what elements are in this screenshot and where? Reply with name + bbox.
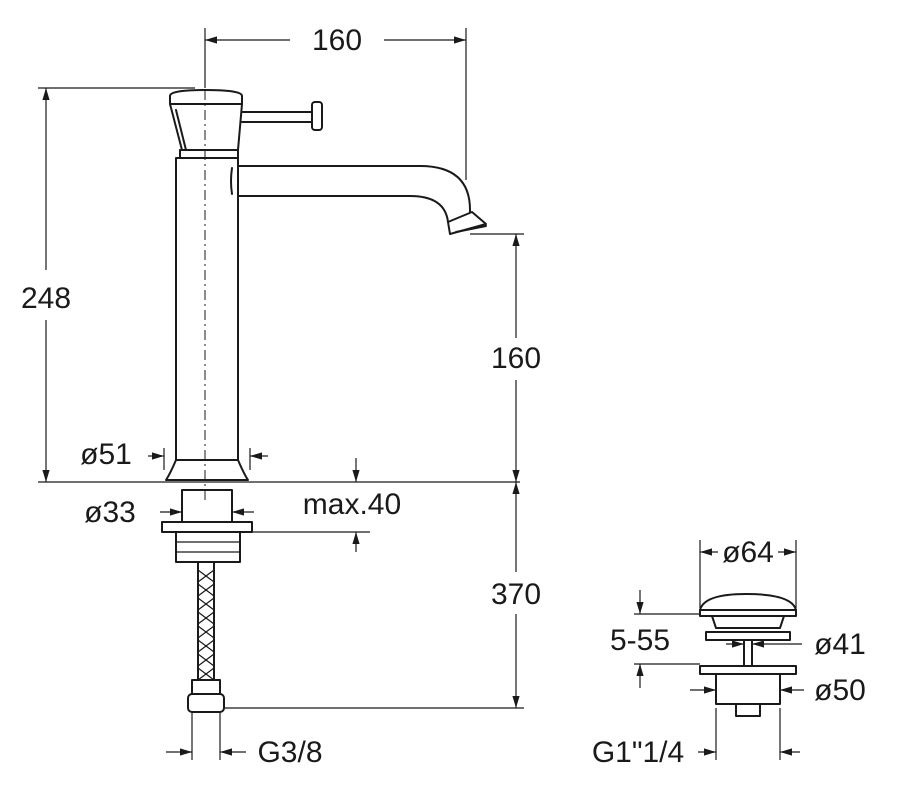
faucet-dimensions: 160 248 160 ø51 ø33 max.40 370	[21, 24, 541, 769]
waste-cap	[699, 593, 797, 611]
handle-body-edge	[175, 109, 187, 151]
waste-body	[715, 673, 781, 705]
waste-drawing	[699, 593, 797, 717]
lever-knob	[311, 101, 323, 131]
body-diameter-label: ø51	[80, 438, 132, 471]
faucet-body	[175, 157, 239, 461]
waste-flange-diameter-label: ø50	[814, 674, 866, 707]
spout-height-label: 160	[491, 342, 541, 375]
total-height-label: 248	[21, 282, 71, 315]
max-deck-thickness-label: max.40	[303, 488, 401, 521]
shank	[181, 489, 233, 523]
waste-upper-flange	[711, 615, 785, 629]
shank-diameter-label: ø33	[84, 496, 136, 529]
aerator-ring	[455, 225, 487, 233]
aerator	[447, 211, 487, 235]
base-flange	[165, 459, 249, 481]
waste-thread-label: G1"1/4	[592, 736, 684, 769]
waste-ring	[705, 631, 791, 641]
waste-adjust-range-label: 5-55	[610, 624, 670, 657]
hose-connector-nut	[191, 679, 221, 695]
hose-connection-label: G3/8	[257, 736, 322, 769]
waste-dimensions: ø64 5-55 ø41 ø50 G1"1/4	[592, 536, 866, 769]
braided-hose	[197, 561, 215, 681]
handle-cap	[169, 89, 243, 105]
spout	[237, 165, 471, 223]
fixing-plate	[161, 521, 253, 533]
waste-lower-flange	[699, 665, 797, 675]
fixing-nut	[175, 531, 241, 563]
spout-joint	[230, 167, 233, 195]
faucet-drawing	[140, 30, 520, 713]
spout-reach-label: 160	[312, 24, 362, 57]
hose-connector	[187, 693, 225, 713]
body-collar	[179, 149, 239, 159]
waste-cap-diameter-label: ø64	[722, 536, 774, 569]
waste-tail	[735, 703, 761, 717]
waste-stem-diameter-label: ø41	[814, 628, 866, 661]
handle-lever	[241, 111, 313, 123]
hose-length-label: 370	[491, 578, 541, 611]
